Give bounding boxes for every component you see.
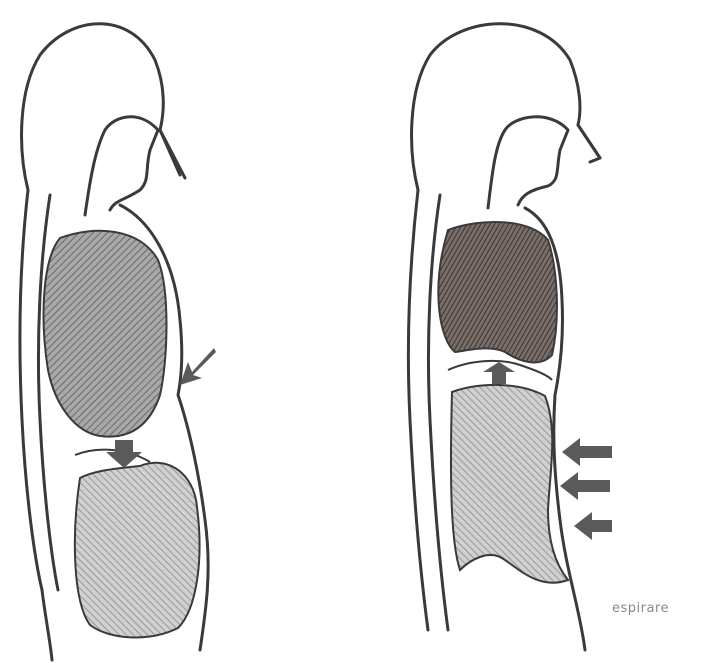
- nose-line: [160, 130, 180, 175]
- nose-line-right: [578, 125, 600, 162]
- diaphragm-down-arrow: [106, 440, 142, 468]
- body-outline-outer-right: [412, 24, 600, 190]
- caption-label: espirare: [612, 601, 669, 616]
- lung-left: [44, 231, 167, 437]
- inhalation-figure: [20, 24, 216, 660]
- abdomen-inward-arrow-2: [560, 472, 610, 500]
- airway-line: [85, 117, 158, 215]
- lung-right: [438, 222, 557, 362]
- exhalation-figure: [408, 24, 612, 650]
- abdomen-left: [75, 463, 200, 638]
- abdomen-right: [451, 385, 568, 583]
- abdomen-inward-arrow-3: [574, 512, 612, 540]
- spine-line-right-1: [408, 190, 428, 630]
- diaphragm-up-arrow: [483, 362, 515, 384]
- body-outline-outer: [22, 24, 185, 190]
- abdomen-inward-arrow-1: [562, 438, 612, 466]
- airway-line-right: [488, 117, 568, 208]
- back-lower-line: [42, 590, 52, 660]
- chest-inward-arrow: [180, 348, 216, 385]
